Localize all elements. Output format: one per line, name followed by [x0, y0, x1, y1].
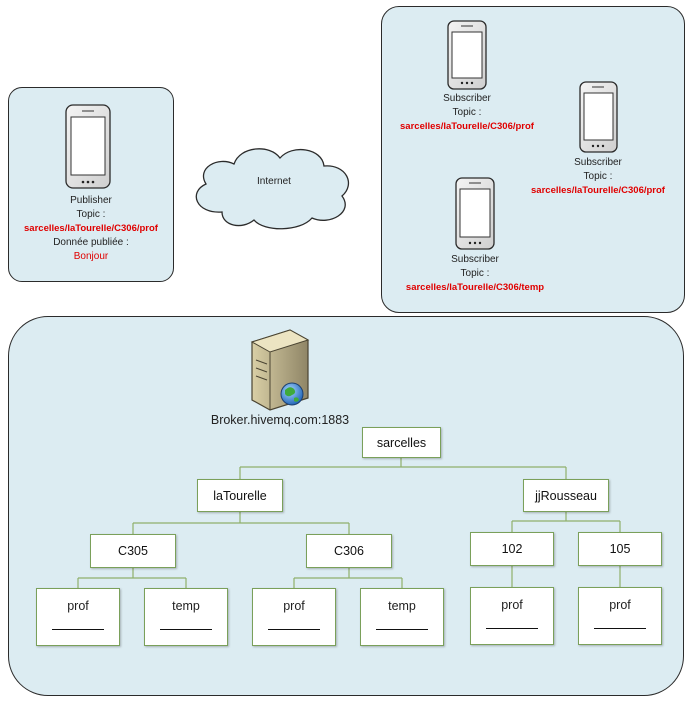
subscriber-2-topic-label: Topic : [583, 171, 613, 182]
leaf-value-line [485, 628, 539, 629]
leaf-label: temp [388, 599, 416, 613]
tree-node-latourelle: laTourelle [197, 479, 283, 512]
tree-leaf-105-prof: prof [578, 587, 662, 645]
publisher-data-value: Bonjour [73, 251, 109, 262]
tree-leaf-c305-prof: prof [36, 588, 120, 646]
leaf-label: temp [172, 599, 200, 613]
tree-node-jjrousseau: jjRousseau [523, 479, 609, 512]
tree-leaf-c306-prof: prof [252, 588, 336, 646]
tree-node-c305: C305 [90, 534, 176, 568]
leaf-value-line [159, 629, 213, 630]
subscribers-panel [381, 6, 685, 313]
subscriber-1-role: Subscriber [443, 93, 491, 104]
subscriber-phone-icon-3 [455, 177, 495, 250]
leaf-label: prof [67, 599, 89, 613]
subscriber-phone-icon-1 [447, 20, 487, 90]
globe-icon [280, 382, 304, 406]
leaf-label: prof [283, 599, 305, 613]
leaf-label: prof [501, 598, 523, 612]
tree-node-105: 105 [578, 532, 662, 566]
broker-address: Broker.hivemq.com:1883 [210, 413, 350, 427]
subscriber-3-topic: sarcelles/laTourelle/C306/temp [405, 282, 545, 293]
internet-cloud-icon [195, 148, 349, 230]
internet-label: Internet [257, 176, 291, 187]
tree-node-c306: C306 [306, 534, 392, 568]
leaf-value-line [593, 628, 647, 629]
publisher-topic: sarcelles/laTourelle/C306/prof [24, 223, 158, 234]
leaf-label: prof [609, 598, 631, 612]
publisher-role: Publisher [70, 195, 112, 206]
subscriber-2-role: Subscriber [574, 157, 622, 168]
leaf-value-line [375, 629, 429, 630]
subscriber-3-role: Subscriber [451, 254, 499, 265]
leaf-value-line [51, 629, 105, 630]
subscriber-2-topic: sarcelles/laTourelle/C306/prof [531, 185, 665, 196]
tree-node-root: sarcelles [362, 427, 441, 458]
tree-connectors [77, 458, 621, 588]
tree-leaf-c305-temp: temp [144, 588, 228, 646]
subscriber-1-topic-label: Topic : [452, 107, 482, 118]
leaf-value-line [267, 629, 321, 630]
subscriber-3-topic-label: Topic : [460, 268, 490, 279]
tree-node-102: 102 [470, 532, 554, 566]
tree-leaf-102-prof: prof [470, 587, 554, 645]
publisher-topic-label: Topic : [76, 209, 106, 220]
subscriber-1-topic: sarcelles/laTourelle/C306/prof [400, 121, 534, 132]
publisher-data-label: Donnée publiée : [53, 237, 129, 248]
tree-leaf-c306-temp: temp [360, 588, 444, 646]
subscriber-phone-icon-2 [579, 81, 618, 153]
publisher-phone-icon [65, 104, 111, 189]
